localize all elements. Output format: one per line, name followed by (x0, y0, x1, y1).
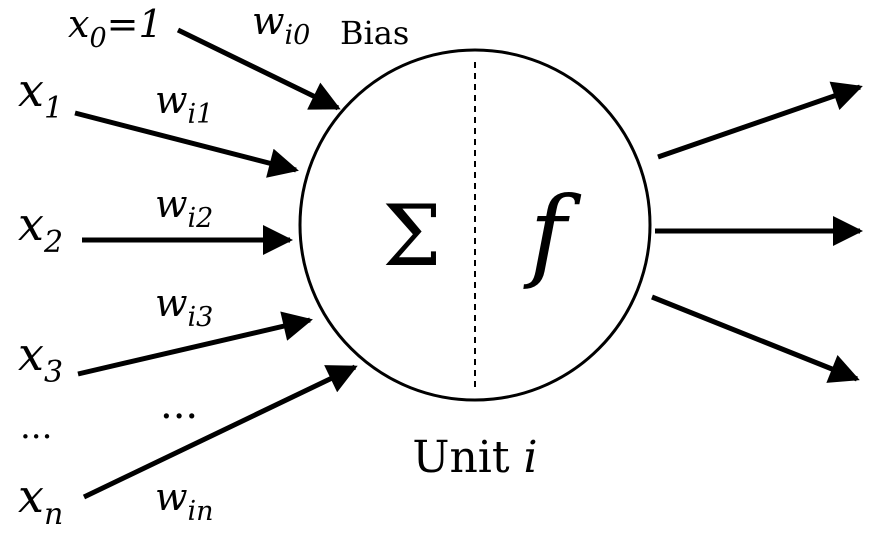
bias-label: Bias (340, 14, 409, 52)
unit-circle (298, 48, 652, 402)
input-label-2: x2 (18, 197, 63, 260)
activation-symbol: f (522, 175, 581, 292)
input-arrow-3 (77, 311, 313, 377)
sum-symbol: Σ (382, 187, 441, 285)
input-label-3: x3 (18, 327, 63, 390)
input-label-1: x1 (18, 63, 63, 126)
weight-label-0: wi0 (252, 0, 310, 51)
input-ellipsis: ... (20, 407, 52, 447)
input-arrow-0 (176, 27, 341, 111)
input-label-n: xn (18, 469, 63, 532)
weight-label-2: wi2 (155, 182, 213, 234)
output-arrow-1 (657, 81, 863, 160)
weight-label-n: win (155, 475, 214, 527)
input-label-0: x0=1 (68, 2, 163, 54)
weight-ellipsis: ... (160, 382, 198, 428)
weight-label-1: wi1 (155, 78, 213, 130)
output-arrow-3 (651, 294, 860, 383)
input-arrow-1 (74, 110, 299, 178)
weight-label-3: wi3 (155, 281, 213, 333)
input-arrow-n (82, 364, 358, 500)
unit-label: Unit i (412, 432, 537, 483)
